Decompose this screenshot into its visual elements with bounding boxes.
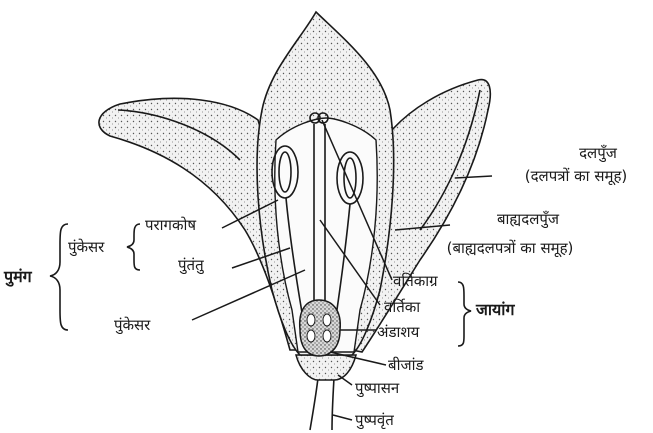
leader-thalamus [338, 375, 352, 385]
thalamus-shape [296, 355, 356, 380]
brace-gynoecium [458, 282, 471, 346]
label-stamen-upper: पुंकेसर [68, 238, 105, 257]
label-ovary: अंडाशय [377, 323, 420, 341]
label-thalamus: पुष्पासन [355, 379, 400, 398]
ovule-shape-2 [307, 330, 315, 342]
brace-androecium [50, 224, 68, 330]
pedicel-shape [310, 378, 334, 430]
leader-pedicel [333, 415, 352, 420]
label-pedicel: पुष्पवृंत [355, 411, 394, 430]
ovule-shape-1 [307, 314, 315, 326]
brace-stamen [127, 224, 140, 270]
label-sepals-group: बाह्यदलपुँज [497, 210, 560, 229]
label-stigma: वर्तिकाग्र [393, 272, 438, 290]
label-androecium: पुमंग [3, 267, 33, 287]
ovary-shape [300, 300, 341, 356]
label-ovule: बीजांड [388, 356, 424, 374]
label-stamen-lower: पुंकेसर [114, 316, 151, 335]
label-gynoecium: जायांग [475, 300, 515, 319]
label-style: वर्तिका [384, 298, 421, 316]
label-filament: पुंतंतु [178, 256, 205, 275]
label-sepals-group-note: (बाह्यदलपत्रों का समूह) [447, 239, 574, 258]
ovule-shape-4 [323, 330, 331, 342]
ovule-shape-3 [323, 314, 331, 326]
label-petals-group: दलपुँज [579, 144, 618, 163]
label-anther: परागकोष [145, 216, 196, 234]
label-petals-group-note: (दलपत्रों का समूह) [525, 167, 628, 186]
